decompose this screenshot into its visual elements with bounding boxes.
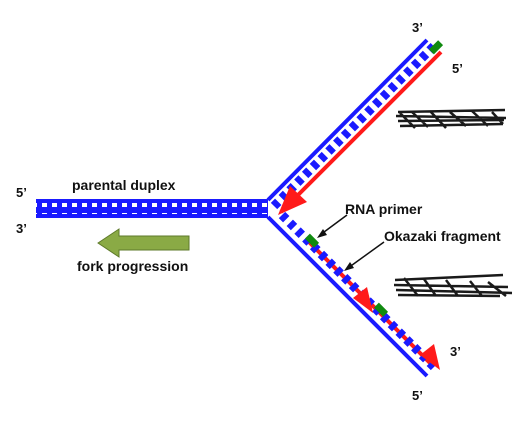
- parental-duplex-label: parental duplex: [72, 177, 176, 193]
- rna-primer-label: RNA primer: [345, 201, 423, 217]
- rna-primer-lagging-2: [373, 302, 389, 317]
- fork-progression-arrow: [97, 228, 190, 258]
- lower-arm-5prime-label: 5’: [412, 388, 423, 403]
- leading-strand-arm: [266, 38, 444, 215]
- rna-primer-lagging-1: [304, 233, 320, 248]
- lower-arm-3prime-label: 3’: [450, 344, 461, 359]
- lagging-strand-arm: [266, 211, 440, 378]
- pointer-lines: [317, 214, 385, 271]
- upper-arm-3prime-label: 3’: [412, 20, 423, 35]
- fork-progression-label: fork progression: [77, 258, 188, 274]
- redaction-scribble-top: [395, 108, 507, 129]
- left-top-5prime-label: 5’: [16, 185, 27, 200]
- okazaki-fragment-arrowhead-1: [353, 287, 373, 313]
- redaction-scribble-bottom: [393, 273, 513, 298]
- okazaki-fragment-label: Okazaki fragment: [384, 228, 501, 244]
- leading-strand-arrowhead: [278, 186, 307, 215]
- left-bottom-3prime-label: 3’: [16, 221, 27, 236]
- parental-duplex: [36, 199, 268, 218]
- upper-arm-5prime-label: 5’: [452, 61, 463, 76]
- okazaki-fragment-arrowhead-2: [420, 344, 440, 370]
- rna-primer-leading: [428, 40, 444, 55]
